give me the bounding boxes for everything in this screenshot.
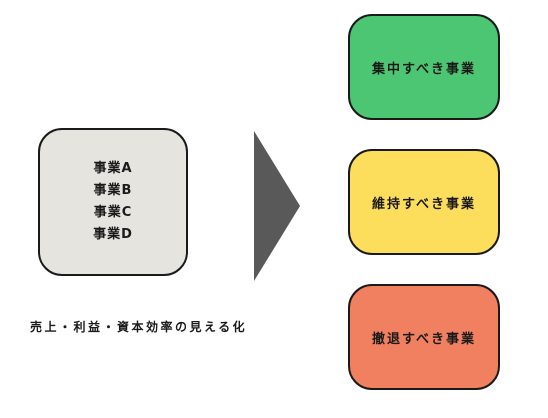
business-item-a: 事業A xyxy=(93,161,133,176)
focus-business-box: 集中すべき事業 xyxy=(348,14,500,120)
maintain-business-box: 維持すべき事業 xyxy=(348,149,500,255)
business-item-b: 事業B xyxy=(93,183,133,198)
focus-business-label: 集中すべき事業 xyxy=(371,61,477,77)
maintain-business-label: 維持すべき事業 xyxy=(371,196,477,212)
business-list-box: 事業A 事業B 事業C 事業D xyxy=(38,128,188,276)
business-item-d: 事業D xyxy=(93,227,133,242)
withdraw-business-label: 撤退すべき事業 xyxy=(371,331,477,347)
arrow-right-icon xyxy=(254,131,300,281)
caption-text: 売上・利益・資本効率の見える化 xyxy=(30,320,248,334)
withdraw-business-box: 撤退すべき事業 xyxy=(348,284,500,390)
business-item-c: 事業C xyxy=(93,205,133,220)
